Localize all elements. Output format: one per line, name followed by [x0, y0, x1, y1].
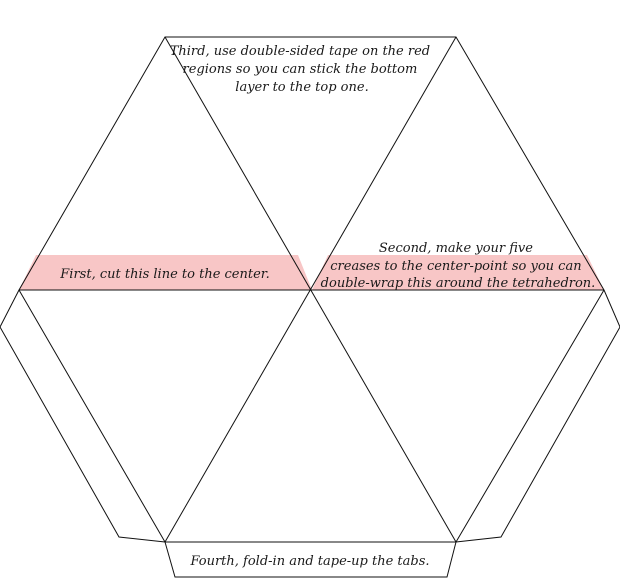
- diagonal-top-right-to-bottom-left: [164, 36, 457, 543]
- red-glue-region-right: [312, 255, 604, 290]
- instruction-second: Second, make your five creases to the ce…: [321, 241, 596, 291]
- tab-left: [0, 289, 166, 543]
- tab-bottom: [164, 541, 457, 578]
- instruction-first: First, cut this line to the center.: [59, 267, 269, 282]
- instruction-third: Third, use double-sided tape on the red …: [170, 44, 435, 95]
- red-glue-region-left: [19, 255, 312, 290]
- instruction-fourth: Fourth, fold-in and tape-up the tabs.: [189, 554, 429, 569]
- tab-right: [455, 289, 620, 543]
